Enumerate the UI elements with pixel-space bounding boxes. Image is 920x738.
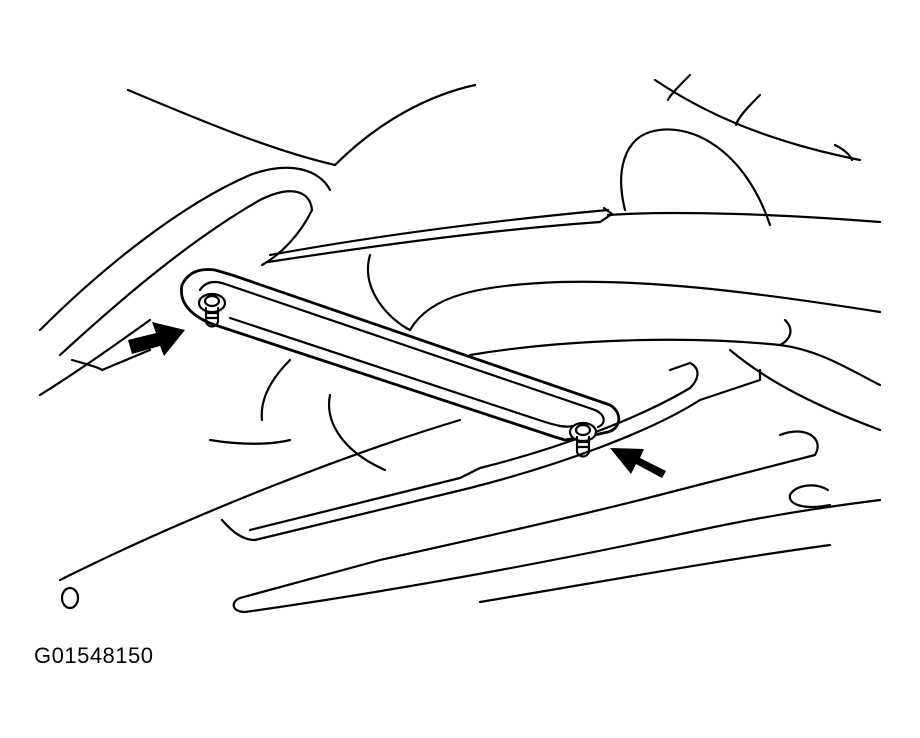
bolt-left — [197, 292, 227, 328]
body-panel-upper-left — [38, 83, 477, 397]
figure-code: G01548150 — [34, 643, 154, 668]
arrow-left-bolt — [128, 322, 185, 356]
arrow-right-bolt — [610, 448, 666, 478]
bolt-right — [568, 421, 598, 458]
brace-bar — [180, 268, 621, 442]
component-upper-right — [266, 73, 882, 432]
